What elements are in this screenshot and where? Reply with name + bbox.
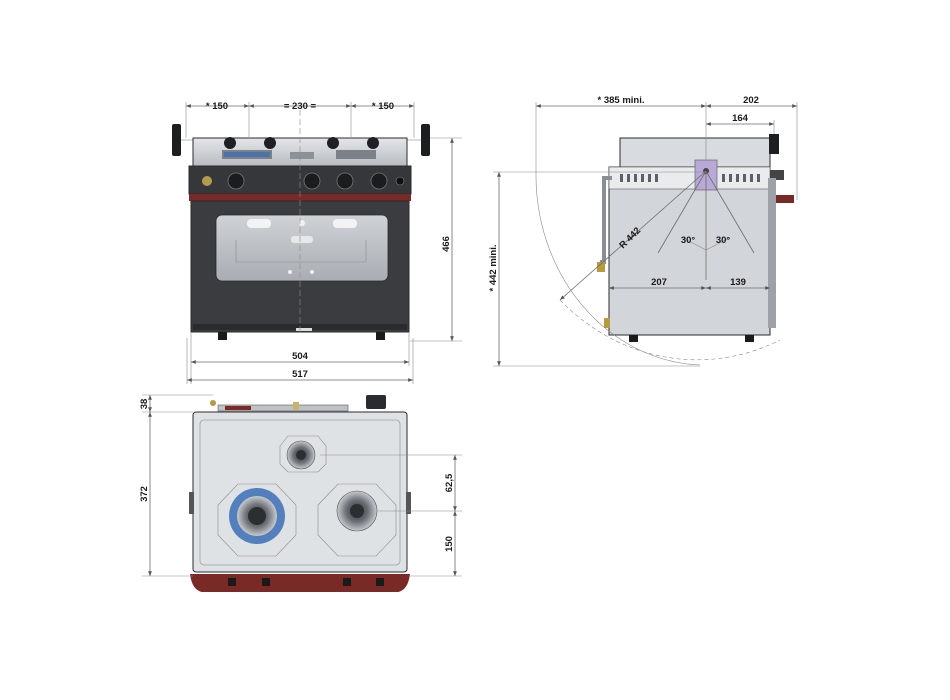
vent-slots	[620, 174, 760, 182]
dim-angle-left: 30°	[681, 235, 696, 246]
dim-rear-offset: 38	[139, 399, 150, 410]
oven-window	[215, 214, 389, 282]
dim-depth: 202	[743, 95, 759, 106]
dim-total-depth: 372	[139, 486, 150, 502]
dim-burner-spacing-right: * 150	[372, 101, 394, 112]
front-trim	[190, 574, 410, 592]
control-knob-2-icon	[303, 172, 321, 190]
front-view: * 150 = 230 = * 150 466 504 517	[172, 101, 462, 384]
dim-inner-width: 504	[292, 351, 309, 362]
dim-height-clearance: * 442 mini.	[488, 245, 499, 292]
control-knob-1-icon	[227, 172, 245, 190]
top-view: 38 372 62,5 150	[139, 394, 462, 592]
control-knob-3-icon	[336, 172, 354, 190]
dim-burner-spacing-middle: = 230 =	[284, 101, 317, 112]
ignition-icon	[202, 176, 212, 186]
dim-burner-spacing-left: * 150	[206, 101, 228, 112]
dim-outer-width: 517	[292, 369, 308, 380]
hob-knob-4-icon	[367, 137, 379, 149]
control-knob-4-icon	[370, 172, 388, 190]
dim-pivot-left: 207	[651, 277, 667, 288]
hob-knob-2-icon	[264, 137, 276, 149]
dim-front-depth: 150	[444, 536, 455, 552]
door-trim	[189, 194, 411, 201]
hob-knob-3-icon	[327, 137, 339, 149]
right-rail-handle	[421, 124, 430, 156]
dim-depth-inner: 164	[732, 113, 749, 124]
dim-depth-clearance: * 385 mini.	[598, 95, 645, 106]
brand-badge	[291, 236, 313, 243]
left-rail-handle	[172, 124, 181, 156]
side-oven-body	[608, 166, 771, 336]
hob-knob-1-icon	[224, 137, 236, 149]
dim-angle-right: 30°	[716, 235, 731, 246]
gas-connector	[366, 395, 386, 409]
dim-burner-offset: 62,5	[444, 473, 455, 492]
side-view: 30° 30° R 442 207 139 * 385 mini. 202 16…	[488, 95, 798, 367]
dim-height: 466	[441, 236, 452, 252]
dim-pivot-right: 139	[730, 277, 746, 288]
